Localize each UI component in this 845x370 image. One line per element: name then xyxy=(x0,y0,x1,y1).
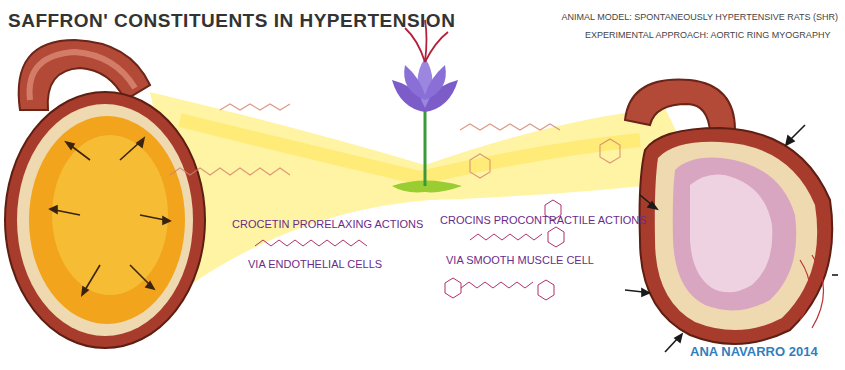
saffron-flower xyxy=(392,20,462,192)
light-band xyxy=(150,92,700,285)
note: ANIMAL MODEL: SPONTANEOUSLY HYPERTENSIVE… xyxy=(562,12,838,22)
contracted-aorta xyxy=(625,80,838,353)
action-label: VIA ENDOTHELIAL CELLS xyxy=(248,258,382,271)
note: EXPERIMENTAL APPROACH: AORTIC RING MYOGR… xyxy=(585,30,830,40)
relaxed-aorta xyxy=(5,40,205,348)
molecule-sketch xyxy=(170,104,620,178)
title: SAFFRON' CONSTITUENTS IN HYPERTENSION xyxy=(8,10,455,32)
action-label: CROCETIN PRORELAXING ACTIONS xyxy=(232,218,423,231)
action-label: VIA SMOOTH MUSCLE CELL xyxy=(446,254,594,267)
action-label: CROCINS PROCONTRACTILE ACTIONS xyxy=(440,214,647,227)
watermark: ANA NAVARRO 2014 xyxy=(690,345,818,360)
